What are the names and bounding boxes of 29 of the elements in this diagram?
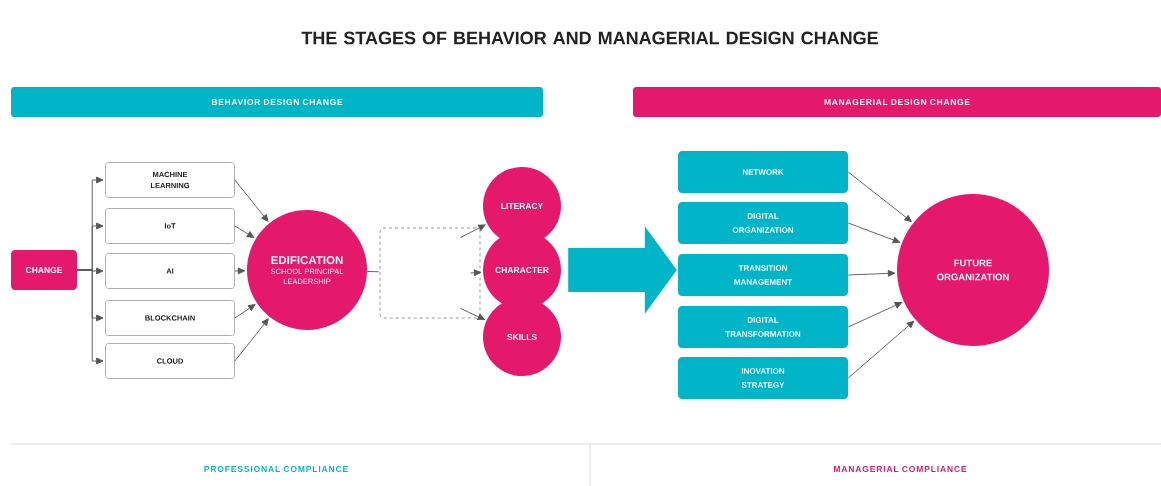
dashed-box bbox=[379, 227, 481, 319]
arrow bbox=[469, 269, 482, 277]
arrow bbox=[847, 302, 903, 328]
header-band: BEHAVIOR DESIGN CHANGE bbox=[11, 87, 543, 117]
arrow bbox=[76, 269, 104, 365]
arrow bbox=[234, 267, 246, 275]
node-label: LITERACY bbox=[501, 202, 544, 209]
arrow bbox=[459, 307, 485, 321]
arrow bbox=[234, 179, 269, 222]
arrow bbox=[847, 320, 915, 379]
arrow bbox=[234, 318, 269, 362]
arrow bbox=[847, 222, 901, 244]
header-band: MANAGERIAL DESIGN CHANGE bbox=[633, 87, 1161, 117]
node-label: CHARACTER bbox=[495, 266, 549, 273]
process-box: DIGITAL ORGANIZATION bbox=[678, 202, 848, 244]
process-box: NETWORK bbox=[678, 151, 848, 193]
process-box: DIGITAL TRANSFORMATION bbox=[678, 306, 848, 348]
process-box: CHANGE bbox=[11, 250, 77, 290]
process-box: TRANSITION MANAGEMENT bbox=[678, 254, 848, 296]
arrow bbox=[234, 304, 256, 319]
node-label: SKILLS bbox=[507, 333, 537, 340]
footer-label: PROFESSIONAL COMPLIANCE bbox=[204, 466, 348, 472]
arrow bbox=[847, 270, 896, 277]
footer-label: MANAGERIAL COMPLIANCE bbox=[833, 466, 967, 472]
title: THE STAGES OF BEHAVIOR AND MANAGERIAL DESIGN CHANGE bbox=[301, 31, 878, 45]
process-box: INOVATION STRATEGY bbox=[678, 357, 848, 399]
arrow bbox=[234, 225, 255, 238]
arrow bbox=[847, 171, 912, 223]
arrow bbox=[459, 224, 486, 239]
